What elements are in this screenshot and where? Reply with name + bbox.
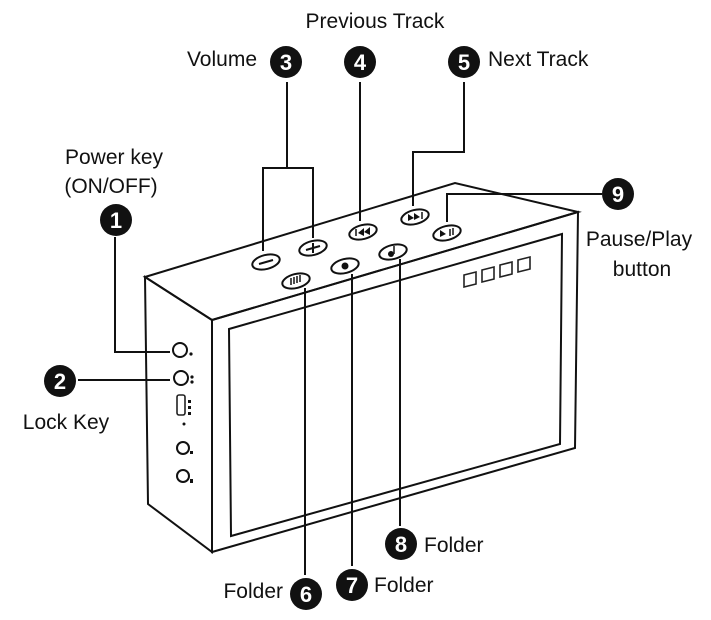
callout-number-8: 8 bbox=[395, 532, 407, 557]
callout-badge-9 bbox=[602, 178, 634, 210]
callout-badge-1 bbox=[100, 204, 132, 236]
callout-badge-8 bbox=[385, 528, 417, 560]
volume-up-button[interactable] bbox=[298, 238, 329, 258]
side-panel bbox=[172, 342, 194, 483]
callout-label-4: Previous Track bbox=[306, 10, 445, 33]
leader-9 bbox=[446, 193, 602, 222]
folder-button-6[interactable] bbox=[281, 271, 312, 291]
callout-label-1b: (ON/OFF) bbox=[64, 175, 157, 198]
callout-label-7: Folder bbox=[374, 574, 434, 597]
callout-6: 6 Folder bbox=[223, 578, 322, 610]
callout-badge-7 bbox=[336, 569, 368, 601]
previous-track-icon bbox=[355, 227, 370, 236]
folder-button-7[interactable] bbox=[330, 256, 361, 276]
folder-note-icon bbox=[388, 246, 395, 257]
callout-badge-5 bbox=[448, 46, 480, 78]
callout-label-6: Folder bbox=[223, 580, 283, 603]
callout-1: 1 Power key (ON/OFF) bbox=[64, 146, 164, 236]
callout-number-7: 7 bbox=[346, 573, 358, 598]
usb-port bbox=[176, 394, 191, 416]
callout-badge-3 bbox=[270, 46, 302, 78]
callout-label-9a: Pause/Play bbox=[586, 228, 693, 251]
callout-number-6: 6 bbox=[300, 582, 312, 607]
charging-port bbox=[176, 469, 193, 483]
callout-5: 5 Next Track bbox=[448, 46, 589, 78]
next-track-button[interactable] bbox=[400, 207, 431, 227]
leader-5 bbox=[412, 82, 465, 206]
callout-badge-2 bbox=[44, 365, 76, 397]
speaker-top-face bbox=[142, 181, 582, 322]
callout-badge-4 bbox=[344, 46, 376, 78]
folder-list-icon bbox=[290, 275, 301, 285]
callout-3: 3 Volume bbox=[187, 46, 302, 78]
leader-1 bbox=[114, 237, 170, 353]
lock-marker-icon bbox=[190, 375, 194, 379]
usb-icon bbox=[188, 400, 191, 415]
aux-port bbox=[176, 441, 193, 455]
pause-play-icon bbox=[440, 228, 454, 237]
speaker-grille bbox=[227, 232, 564, 538]
callout-7: 7 Folder bbox=[336, 569, 434, 601]
leader-lines bbox=[78, 82, 602, 575]
callout-number-2: 2 bbox=[54, 369, 66, 394]
callout-label-9b: button bbox=[613, 258, 671, 281]
callout-label-3: Volume bbox=[187, 48, 257, 71]
next-track-icon bbox=[408, 212, 423, 221]
callout-number-3: 3 bbox=[280, 50, 292, 75]
callout-number-9: 9 bbox=[612, 182, 624, 207]
pause-play-button[interactable] bbox=[432, 223, 463, 243]
callout-number-1: 1 bbox=[110, 208, 122, 233]
plus-icon bbox=[305, 243, 321, 253]
callout-8: 8 Folder bbox=[385, 528, 484, 560]
callout-label-8: Folder bbox=[424, 534, 484, 557]
callout-4: 4 Previous Track bbox=[306, 10, 445, 78]
side-dot bbox=[182, 422, 186, 426]
speaker-front-face bbox=[211, 210, 580, 554]
power-marker-icon bbox=[189, 352, 193, 356]
callout-label-2: Lock Key bbox=[23, 411, 110, 434]
callout-2: 2 Lock Key bbox=[23, 365, 110, 434]
aux-icon bbox=[190, 451, 193, 454]
callout-label-1a: Power key bbox=[65, 146, 164, 169]
previous-track-button[interactable] bbox=[348, 222, 379, 242]
callout-number-5: 5 bbox=[458, 50, 470, 75]
callout-9: 9 Pause/Play button bbox=[586, 178, 693, 281]
callout-badge-6 bbox=[290, 578, 322, 610]
charge-icon bbox=[190, 479, 193, 483]
leader-3-bracket bbox=[262, 167, 314, 251]
folder-disc-icon bbox=[341, 262, 349, 270]
lock-key[interactable] bbox=[173, 370, 194, 386]
callout-number-4: 4 bbox=[354, 50, 367, 75]
minus-icon bbox=[258, 259, 274, 265]
volume-down-button[interactable] bbox=[251, 252, 282, 272]
callout-label-5: Next Track bbox=[488, 48, 589, 71]
speaker-body bbox=[142, 181, 582, 554]
top-buttons bbox=[251, 207, 463, 291]
indicator-lights bbox=[463, 255, 531, 289]
folder-button-8[interactable] bbox=[378, 242, 409, 262]
power-key[interactable] bbox=[172, 342, 193, 358]
